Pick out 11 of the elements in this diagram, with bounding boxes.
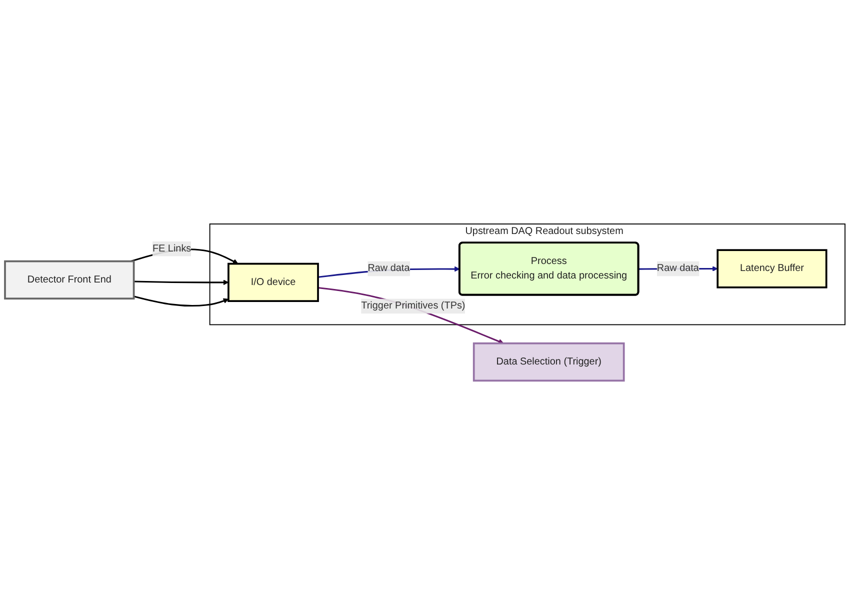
node-box: I/O device [228, 262, 319, 302]
arrow [318, 286, 504, 344]
node-box: Data Selection (Trigger) [472, 342, 625, 382]
edge-label: Raw data [656, 262, 699, 274]
edge-label: Raw data [368, 262, 410, 274]
node-box: Latency Buffer [716, 248, 828, 288]
arrow [134, 279, 229, 285]
arrow [134, 295, 229, 306]
node-box: Detector Front End [4, 260, 135, 300]
edge-label: Trigger Primitives (TPs) [361, 300, 466, 311]
edge-label: FE Links [152, 242, 192, 254]
